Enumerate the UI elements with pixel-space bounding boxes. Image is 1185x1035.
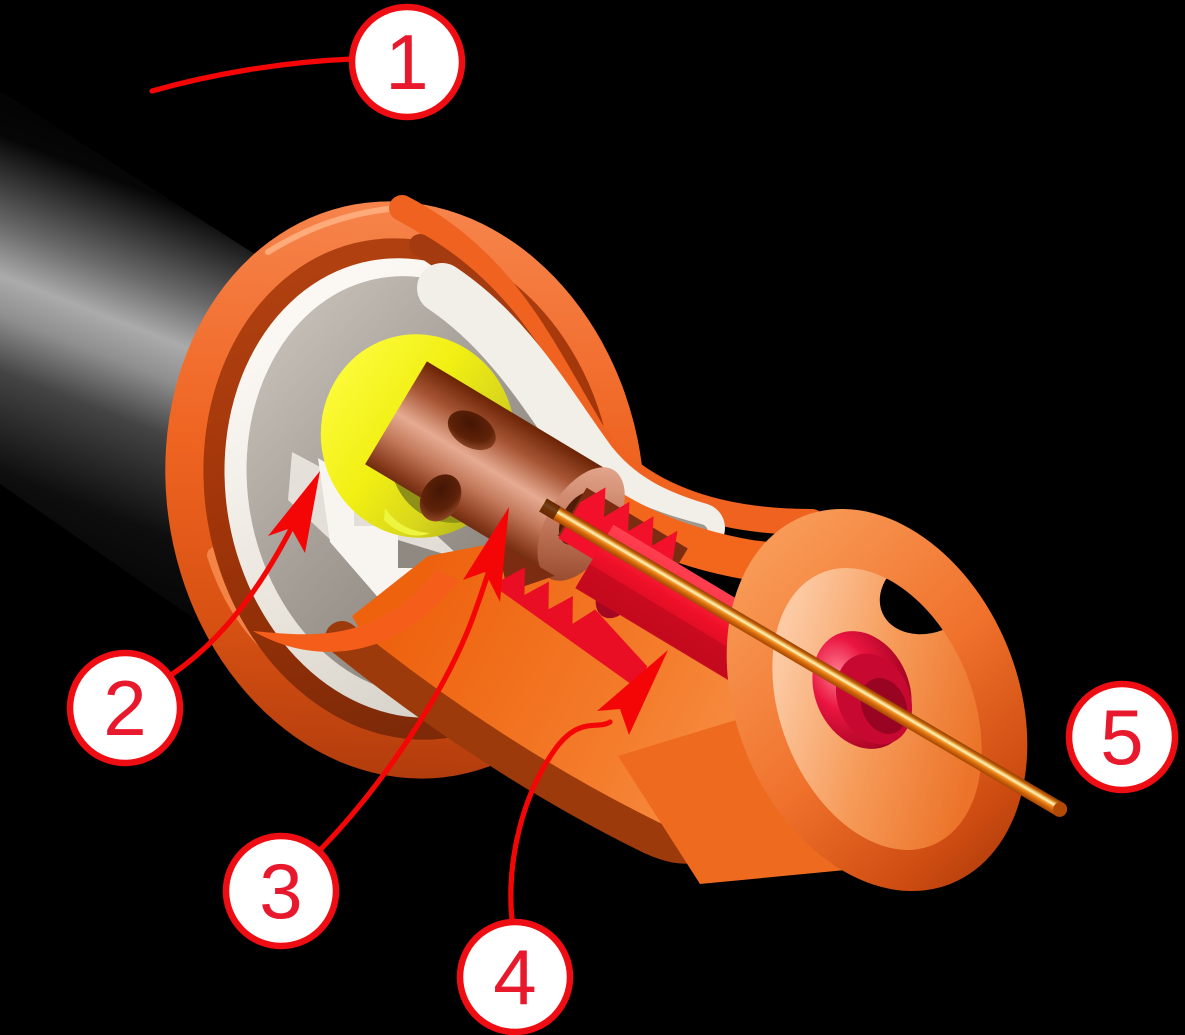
leader-arrowheads [268,471,668,735]
handle-wall-thickness-rim [325,621,711,864]
insulator-bore-highlight [384,508,430,536]
gas-hole-top [447,410,496,451]
leader-2 [168,510,302,678]
callout-5-number: 5 [1100,693,1143,781]
callout-badges: 1 2 3 4 5 [66,3,1179,1035]
callout-1: 1 [348,3,466,121]
callout-2-circle [66,649,184,767]
callout-3-number: 3 [259,847,302,935]
arrowhead-2 [268,471,320,553]
callout-1-circle [348,3,466,121]
leader-1 [149,56,355,94]
leader-4 [508,719,613,923]
callout-4-circle [456,918,574,1035]
arrowhead-4 [597,650,668,735]
callout-5-circle [1065,680,1179,794]
gas-flow-swoosh-arrow [253,570,459,652]
callout-5: 5 [1065,680,1179,794]
shell-edge-highlight [265,205,401,255]
thread-zigzag-lower [491,552,648,689]
gas-hole-side [419,474,462,522]
electrode-rod [539,498,1064,816]
electrode-tip [1052,802,1068,817]
callout-1-number: 1 [385,18,428,106]
tungsten-electrode [539,498,1068,817]
callout-2-number: 2 [103,664,146,752]
callout-3-circle [222,832,340,950]
callout-4-number: 4 [493,933,536,1021]
arrowhead-3 [463,507,509,602]
callout-2: 2 [66,649,184,767]
electrode-rod-root [539,498,561,520]
callout-3: 3 [222,832,340,950]
callout-4: 4 [456,918,574,1035]
